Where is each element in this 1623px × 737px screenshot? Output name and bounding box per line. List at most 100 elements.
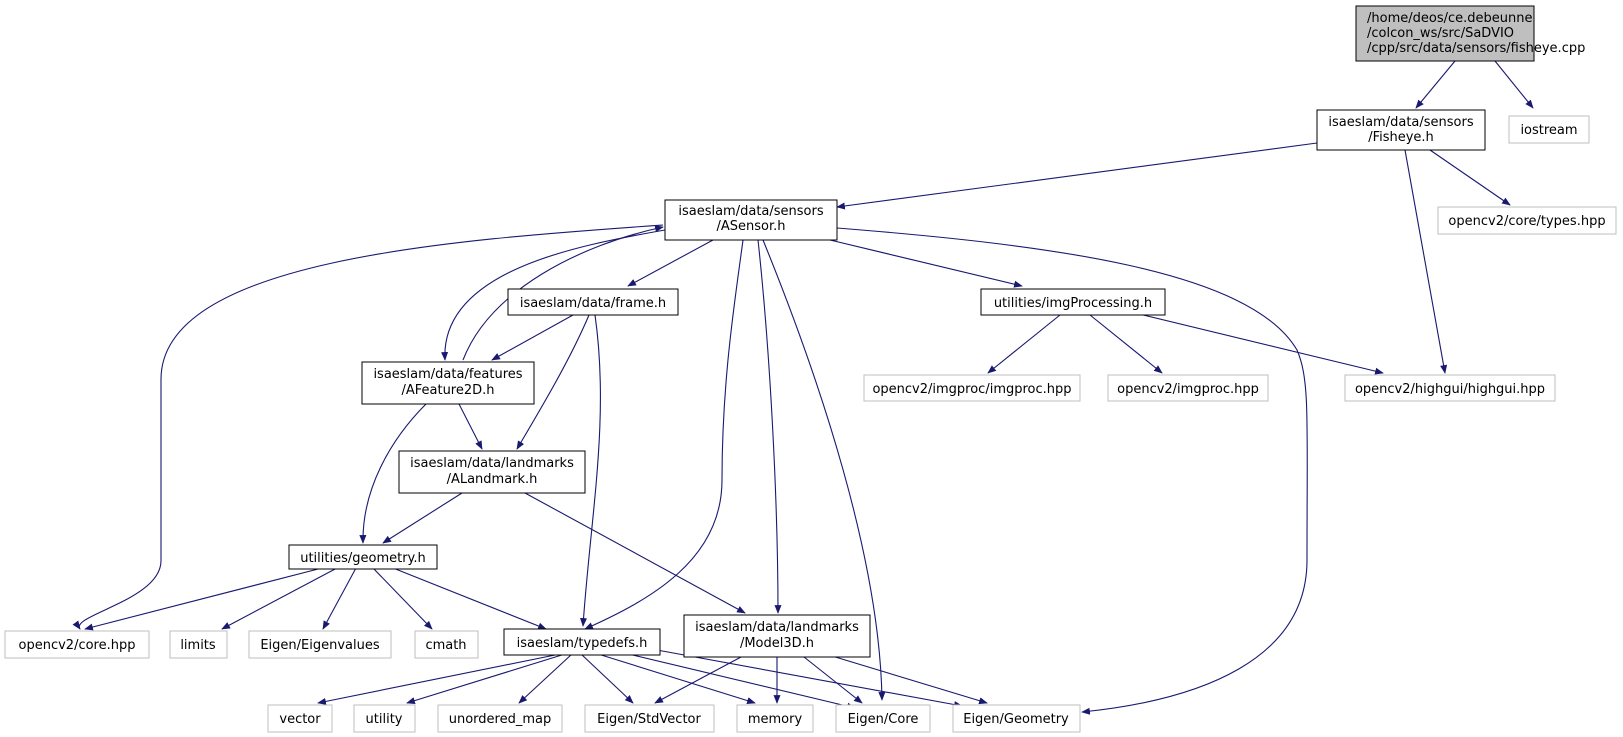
node-utility[interactable]: utility [353, 704, 416, 733]
node-fisheye-cpp[interactable]: /home/deos/ce.debeunne /colcon_ws/src/Sa… [1355, 5, 1585, 62]
edge-asensor-to-eigen-core [762, 239, 886, 701]
edge-alandmark-to-geometry [382, 492, 463, 544]
node-iostream[interactable]: iostream [1508, 115, 1590, 144]
node-asensor-h[interactable]: isaeslam/data/sensors /ASensor.h [664, 199, 838, 241]
svg-text:/ALandmark.h: /ALandmark.h [447, 472, 538, 487]
svg-text:opencv2/highgui/highgui.hpp: opencv2/highgui/highgui.hpp [1355, 382, 1545, 397]
svg-text:vector: vector [279, 712, 321, 727]
svg-text:Eigen/Core: Eigen/Core [848, 712, 919, 727]
edge-geometry-to-cmath [372, 567, 433, 630]
svg-text:/ASensor.h: /ASensor.h [716, 219, 785, 234]
node-imgprocessing-h[interactable]: utilities/imgProcessing.h [980, 288, 1166, 316]
node-frame-h[interactable]: isaeslam/data/frame.h [507, 288, 679, 316]
edge-typedefs-to-unordered-map [518, 653, 573, 704]
svg-text:isaeslam/data/sensors: isaeslam/data/sensors [678, 204, 823, 219]
node-geometry-h[interactable]: utilities/geometry.h [288, 544, 438, 570]
svg-text:opencv2/imgproc.hpp: opencv2/imgproc.hpp [1117, 382, 1259, 397]
edge-model3d-to-eigen-geometry [831, 655, 988, 705]
edge-frame-to-alandmark [516, 314, 590, 450]
svg-text:/cpp/src/data/sensors/fisheye.: /cpp/src/data/sensors/fisheye.cpp [1367, 41, 1585, 56]
edge-typedefs-to-eigen-stdvector [580, 653, 634, 704]
node-vector[interactable]: vector [267, 704, 333, 733]
node-memory[interactable]: memory [736, 704, 814, 733]
node-eigen-eigenvalues[interactable]: Eigen/Eigenvalues [248, 630, 392, 659]
edge-typedefs-to-vector [317, 653, 561, 705]
edge-fisheye-h-to-highgui [1404, 149, 1448, 374]
edge-asensor-to-model3d [757, 239, 782, 614]
svg-text:unordered_map: unordered_map [449, 712, 552, 727]
edge-fisheye-h-to-asensor-h [836, 142, 1318, 210]
svg-text:limits: limits [180, 638, 216, 653]
edge-asensor-to-eigen-geometry [836, 227, 1308, 715]
svg-text:/Model3D.h: /Model3D.h [740, 636, 814, 651]
svg-text:iostream: iostream [1520, 123, 1577, 138]
svg-text:cmath: cmath [425, 638, 466, 653]
edge-geometry-to-limits [221, 567, 338, 630]
svg-text:isaeslam/data/features: isaeslam/data/features [373, 367, 522, 382]
svg-text:memory: memory [748, 712, 803, 727]
svg-text:utility: utility [366, 712, 403, 727]
node-eigen-stdvector[interactable]: Eigen/StdVector [584, 704, 715, 733]
svg-text:/Fisheye.h: /Fisheye.h [1368, 130, 1434, 145]
edge-geometry-to-typedefs [392, 567, 547, 630]
edges [72, 60, 1534, 715]
node-cv-highgui[interactable]: opencv2/highgui/highgui.hpp [1344, 374, 1556, 402]
node-typedefs-h[interactable]: isaeslam/typedefs.h [503, 628, 661, 656]
edge-asensor-to-cv-core [72, 224, 664, 630]
node-afeature2d-h[interactable]: isaeslam/data/features /AFeature2D.h [361, 361, 535, 405]
edge-geometry-to-eigen-values [322, 567, 357, 630]
edge-fisheye-cpp-to-iostream [1494, 60, 1534, 109]
node-cmath[interactable]: cmath [414, 630, 479, 659]
edge-imgprocessing-to-cv-imgproc-imgproc [987, 314, 1061, 374]
edge-fisheye-h-to-cv-types [1429, 149, 1511, 206]
edge-model3d-to-eigen-stdvector [654, 656, 742, 704]
svg-text:Eigen/Eigenvalues: Eigen/Eigenvalues [260, 638, 380, 653]
edge-afeature-to-geometry [359, 403, 427, 544]
svg-text:Eigen/StdVector: Eigen/StdVector [597, 712, 701, 727]
svg-text:isaeslam/data/sensors: isaeslam/data/sensors [1328, 115, 1473, 130]
node-cv-types[interactable]: opencv2/core/types.hpp [1437, 206, 1617, 235]
svg-text:/colcon_ws/src/SaDVIO: /colcon_ws/src/SaDVIO [1367, 26, 1514, 41]
node-cv-imgproc-imgproc[interactable]: opencv2/imgproc/imgproc.hpp [863, 374, 1081, 402]
node-alandmark-h[interactable]: isaeslam/data/landmarks /ALandmark.h [398, 450, 586, 494]
edge-afeature-to-asensor [462, 225, 664, 361]
node-cv-core[interactable]: opencv2/core.hpp [4, 630, 150, 659]
svg-text:isaeslam/data/landmarks: isaeslam/data/landmarks [410, 456, 574, 471]
node-cv-imgproc[interactable]: opencv2/imgproc.hpp [1107, 374, 1269, 402]
edge-imgprocessing-to-highgui [1134, 312, 1384, 375]
node-fisheye-h[interactable]: isaeslam/data/sensors /Fisheye.h [1316, 109, 1486, 151]
edge-model3d-to-eigen-core [803, 656, 863, 704]
svg-text:opencv2/imgproc/imgproc.hpp: opencv2/imgproc/imgproc.hpp [872, 382, 1071, 397]
edge-fisheye-cpp-to-fisheye-h [1415, 60, 1456, 109]
svg-text:utilities/geometry.h: utilities/geometry.h [300, 551, 426, 566]
edge-typedefs-to-memory [597, 653, 756, 705]
edge-asensor-to-afeature [441, 229, 666, 361]
edge-asensor-to-imgprocessing [829, 239, 1023, 288]
node-unordered-map[interactable]: unordered_map [437, 704, 563, 733]
edge-alandmark-to-model3d [524, 492, 746, 614]
edge-typedefs-to-eigen-core [619, 651, 856, 710]
edge-frame-to-typedefs [580, 314, 601, 627]
svg-text:isaeslam/data/frame.h: isaeslam/data/frame.h [520, 296, 666, 311]
edge-afeature-to-alandmark [458, 403, 483, 450]
node-model3d-h[interactable]: isaeslam/data/landmarks /Model3D.h [683, 614, 871, 658]
svg-text:opencv2/core.hpp: opencv2/core.hpp [19, 638, 136, 653]
svg-text:isaeslam/data/landmarks: isaeslam/data/landmarks [695, 620, 859, 635]
node-eigen-geometry[interactable]: Eigen/Geometry [952, 704, 1081, 733]
edge-asensor-to-typedefs [584, 239, 744, 630]
edge-geometry-to-cv-core [84, 567, 323, 631]
svg-text:utilities/imgProcessing.h: utilities/imgProcessing.h [994, 296, 1152, 311]
svg-text:isaeslam/typedefs.h: isaeslam/typedefs.h [517, 636, 648, 651]
svg-text:Eigen/Geometry: Eigen/Geometry [963, 712, 1069, 727]
nodes: /home/deos/ce.debeunne /colcon_ws/src/Sa… [4, 5, 1617, 733]
svg-text:opencv2/core/types.hpp: opencv2/core/types.hpp [1448, 214, 1605, 229]
svg-text:/AFeature2D.h: /AFeature2D.h [401, 383, 494, 398]
edge-asensor-to-frame [627, 239, 714, 287]
node-eigen-core[interactable]: Eigen/Core [835, 704, 931, 733]
node-limits[interactable]: limits [169, 630, 228, 659]
svg-text:/home/deos/ce.debeunne: /home/deos/ce.debeunne [1367, 11, 1532, 26]
edge-frame-to-afeature [491, 314, 574, 361]
edge-typedefs-to-utility [406, 653, 566, 705]
edge-imgprocessing-to-cv-imgproc [1089, 314, 1163, 374]
